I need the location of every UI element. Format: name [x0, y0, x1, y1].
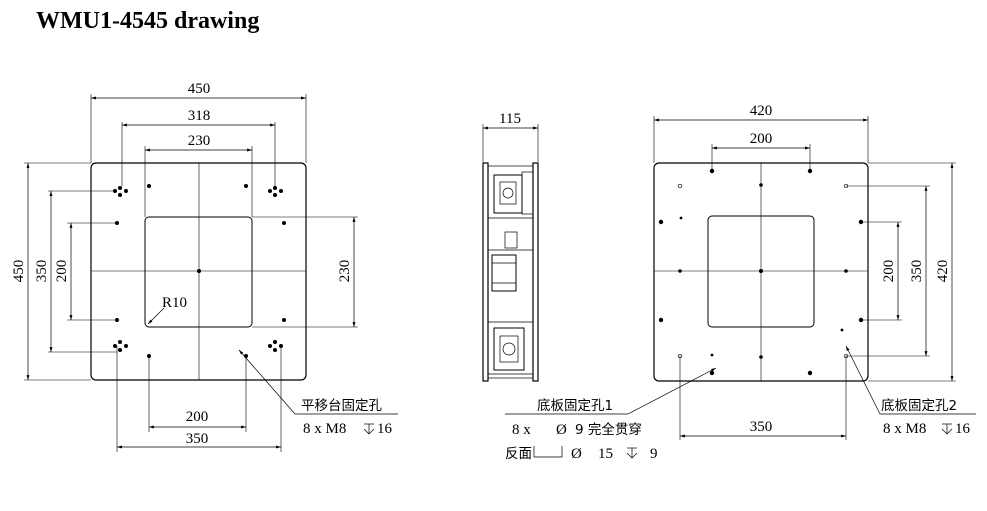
dim-label-350-bottom-right: 350 [750, 419, 773, 435]
side-right-plate [532, 162, 539, 382]
callout1-leader [627, 367, 717, 415]
side-motor [491, 254, 517, 292]
left-callout-spec: 8 x M8 [303, 421, 346, 437]
callout1-line2-dia: 15 [598, 446, 613, 462]
dim-label-420-right: 420 [935, 260, 951, 283]
right-view: 420 200 200 350 420 350 底板固定孔1 8 x Ø 9 完… [505, 103, 976, 462]
dim-label-200-bottom: 200 [186, 409, 209, 425]
depth-symbol-icon [363, 423, 375, 435]
callout1-line1-spec: 9 完全贯穿 [575, 421, 642, 438]
dim-label-318: 318 [188, 108, 211, 124]
radius-label: R10 [162, 295, 187, 311]
depth-symbol-icon [941, 423, 953, 435]
dim-label-200-left: 200 [54, 260, 70, 283]
hole-cluster-bl [113, 340, 128, 352]
dim-label-350-right: 350 [909, 260, 925, 283]
hole-cluster-tr [268, 186, 283, 197]
side-upper-block [493, 174, 523, 214]
callout2-depth: 16 [955, 421, 971, 437]
callout1-title: 底板固定孔1 [537, 398, 613, 414]
callout2-leader [845, 345, 881, 415]
page-title: WMU1-4545 drawing [36, 8, 260, 34]
side-lower-block [493, 327, 525, 371]
callout1-line2-depth: 9 [650, 446, 658, 462]
left-callout-title: 平移台固定孔 [301, 398, 382, 414]
left-callout-depth: 16 [377, 421, 393, 437]
hole-cluster-tl [113, 186, 128, 197]
callout1-line1-count: 8 x [512, 422, 531, 438]
dim-label-200-top-right: 200 [750, 131, 773, 147]
callout2-spec: 8 x M8 [883, 421, 926, 437]
side-connector [504, 231, 518, 249]
dim-label-230-right: 230 [337, 260, 353, 283]
dim-label-115: 115 [499, 111, 521, 127]
dim-label-420-top: 420 [750, 103, 773, 119]
callout1-line1-dia-icon: Ø [556, 422, 567, 438]
radius-leader [147, 307, 165, 325]
side-body [487, 165, 534, 379]
left-callout-leader [238, 349, 296, 415]
callout2-title: 底板固定孔2 [881, 398, 957, 414]
dim-label-450-left: 450 [11, 260, 27, 283]
left-view: 450 318 230 450 350 200 230 R10 [11, 81, 398, 452]
counterbore-symbol-icon [533, 446, 563, 458]
left-center-mark [197, 269, 201, 273]
side-left-plate [482, 162, 489, 382]
side-view: 115 [482, 111, 539, 382]
callout1-line2-label: 反面 [505, 446, 532, 462]
dim-label-350-left: 350 [34, 260, 50, 283]
dim-label-200-right: 200 [881, 260, 897, 283]
dim-label-350-bottom: 350 [186, 431, 209, 447]
right-holes [658, 168, 864, 376]
dim-label-450-top: 450 [188, 81, 211, 97]
callout1-line2-dia-icon: Ø [571, 446, 582, 462]
left-opening [144, 216, 253, 328]
left-plate-outline [90, 162, 307, 381]
depth-symbol-icon [626, 447, 638, 459]
dim-label-230-top: 230 [188, 133, 211, 149]
